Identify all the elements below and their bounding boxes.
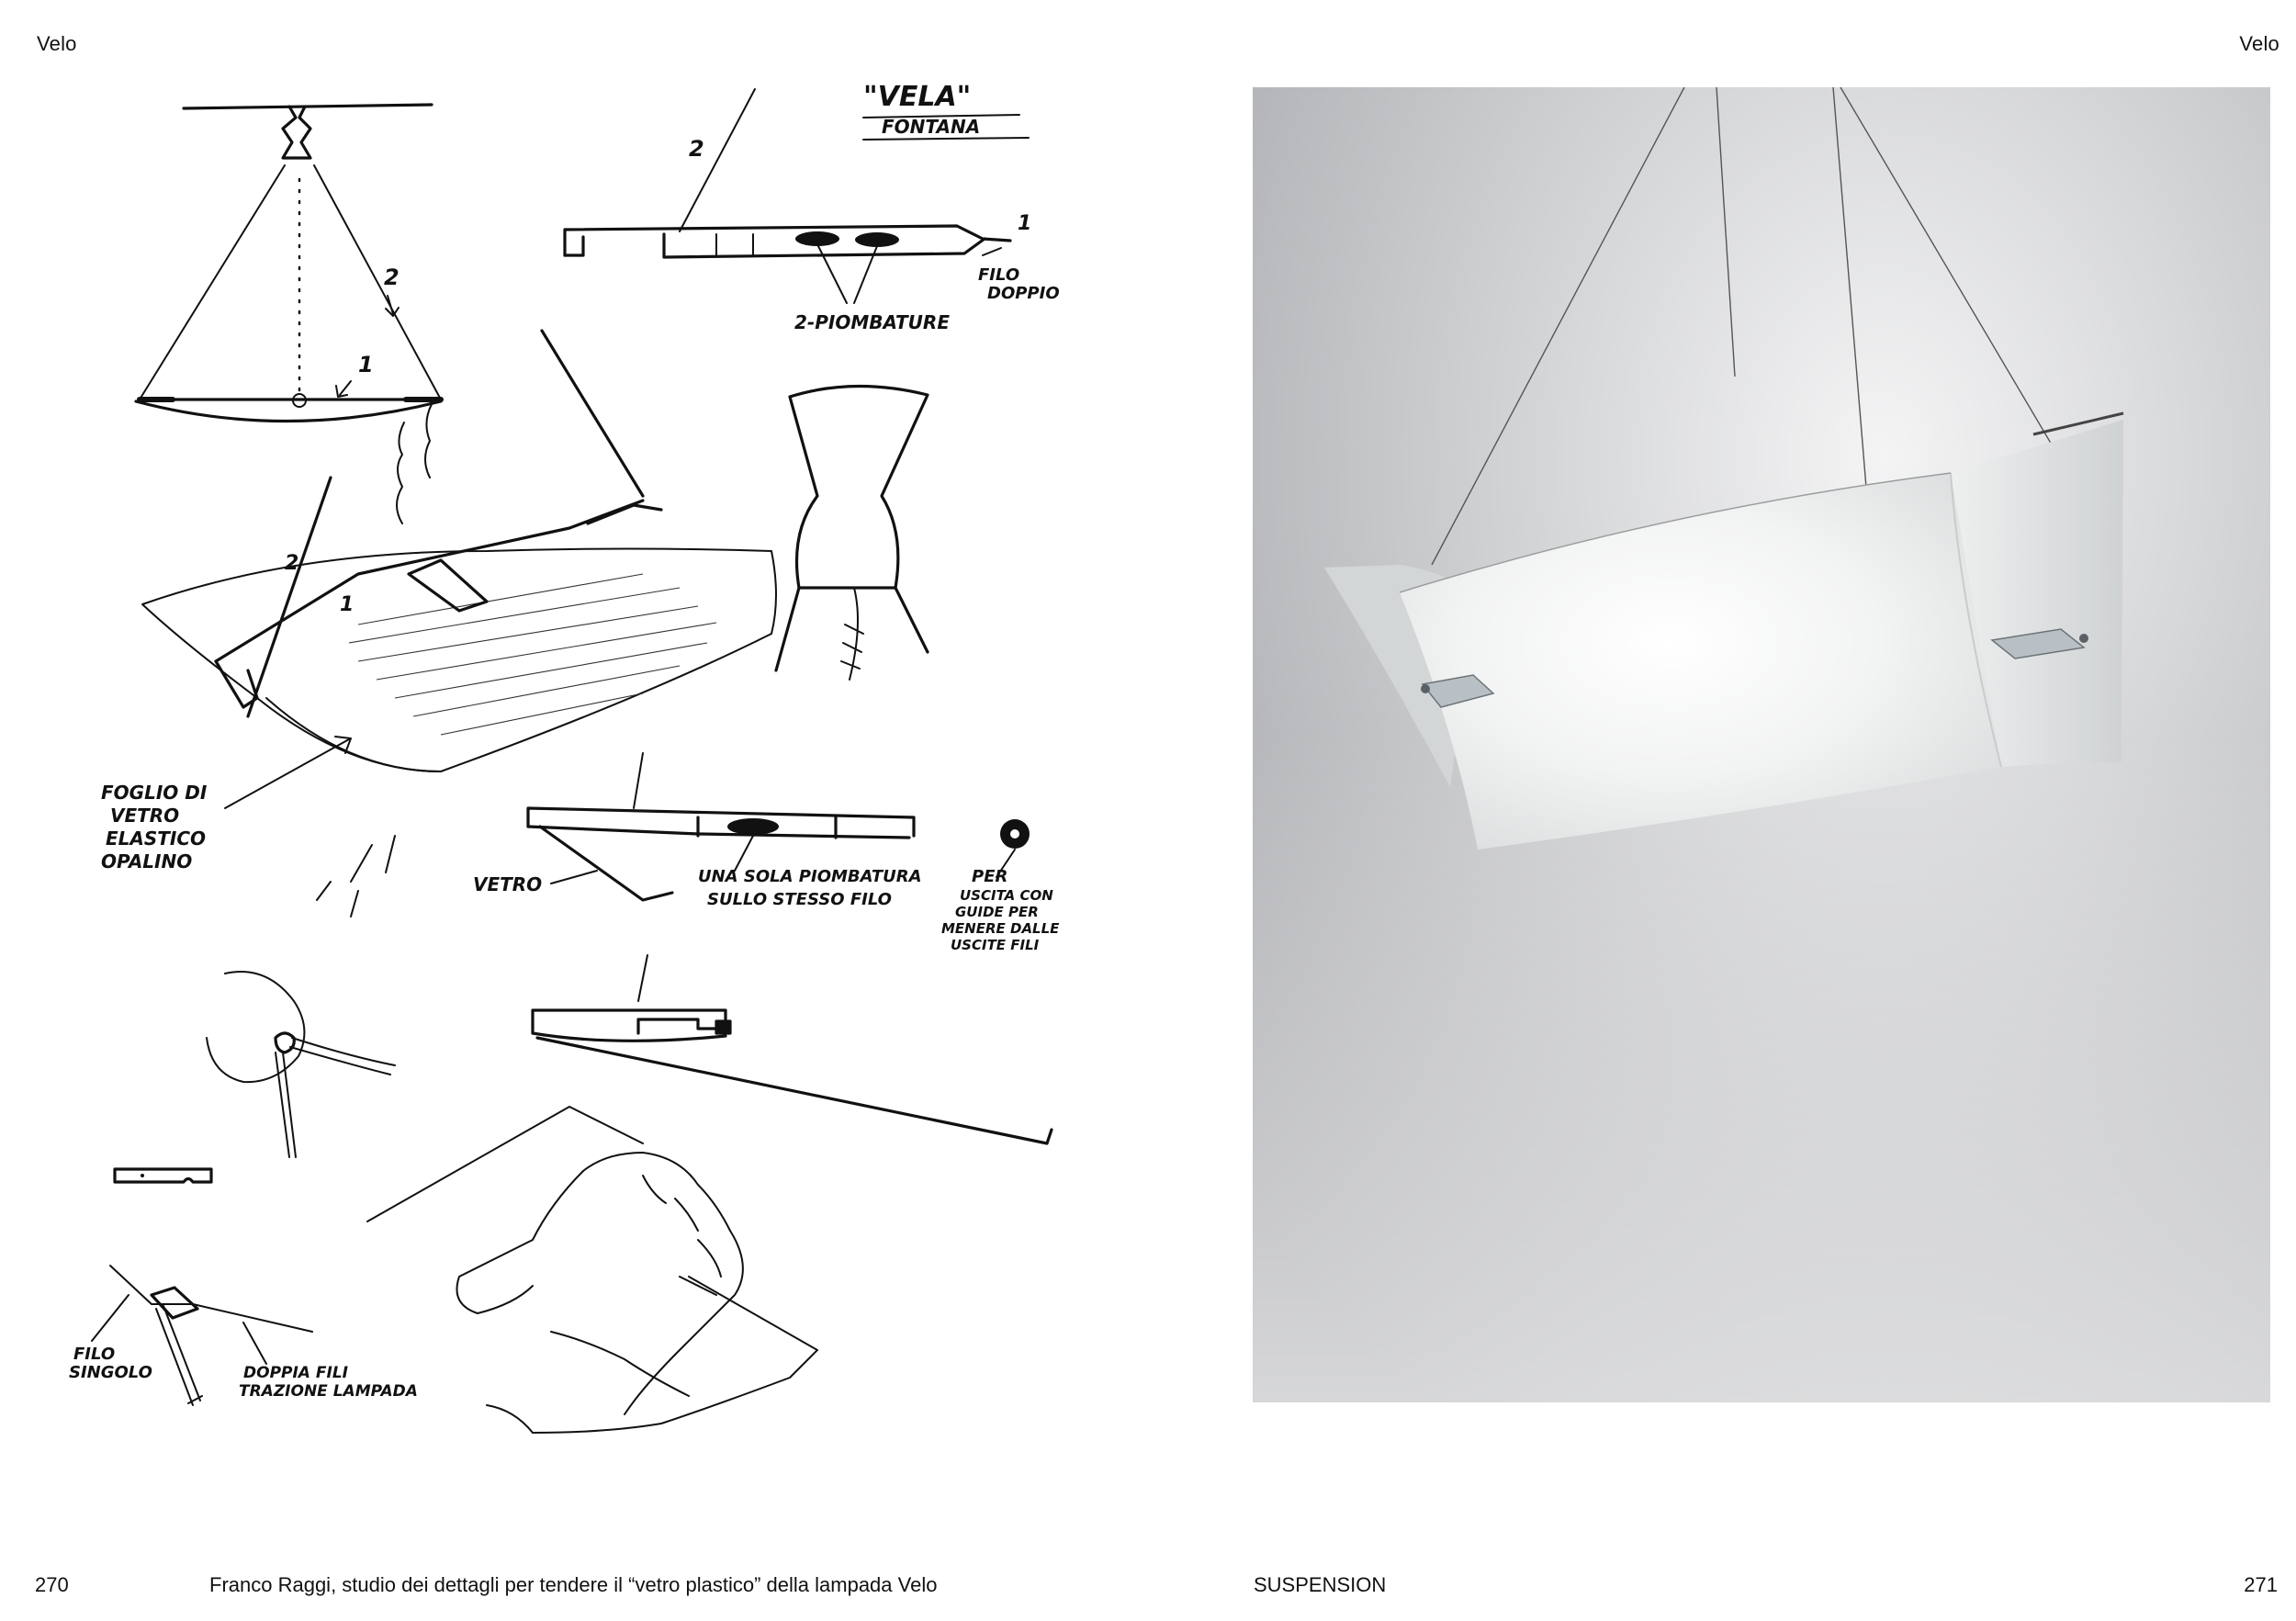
label-sullo-stesso: SULLO STESSO FILO: [707, 890, 892, 909]
label-filo: FILO: [978, 265, 1019, 285]
lamp-photo-render: [1253, 87, 2270, 1402]
sketch-num-2-top: 2: [689, 136, 704, 162]
sketch-num-1: 1: [358, 352, 374, 377]
section-label: SUSPENSION: [1254, 1573, 1387, 1596]
label-uscite-fili: USCITE FILI: [951, 937, 1040, 953]
running-head-left: Velo: [37, 32, 77, 55]
label-menere: MENERE DALLE: [941, 920, 1060, 937]
sketch-side-view: 2 1: [134, 103, 444, 423]
label-opalino: OPALINO: [101, 850, 192, 872]
label-elastico: ELASTICO: [106, 827, 206, 850]
sketch-perspective-sheet: 2 1 FOGLIO DI VETRO ELASTICO OPALINO: [101, 329, 777, 901]
sketch-num-2-mid: 2: [285, 552, 298, 575]
sketch-drawing: 2 1 "VELA" FONTANA 2 1 FILO DOPPIO 2-P: [69, 81, 1060, 1434]
lamp-photo: [1253, 87, 2270, 1402]
label-doppia-fili: DOPPIA FILI: [243, 1364, 348, 1382]
label-trazione: TRAZIONE LAMPADA: [239, 1382, 418, 1401]
label-vetro-2: VETRO: [473, 873, 542, 895]
sketch-title: "VELA": [863, 81, 971, 113]
sketch-num-1-mid: 1: [340, 593, 354, 616]
sketch-wire-end: FILO SINGOLO DOPPIA FILI TRAZIONE LAMPAD…: [69, 1167, 418, 1406]
label-foglio: FOGLIO DI: [101, 782, 208, 804]
running-head-right: Velo: [2239, 32, 2279, 55]
sketch-clip-detail: "VELA" FONTANA 2 1 FILO DOPPIO 2-PIOMBAT…: [563, 81, 1060, 333]
label-filo-singolo-2: SINGOLO: [69, 1363, 152, 1382]
sketch-num-1-top: 1: [1018, 212, 1031, 235]
label-una-sola: UNA SOLA PIOMBATURA: [698, 867, 922, 886]
label-doppio: DOPPIO: [987, 284, 1060, 303]
lamp-clip-right: [1990, 628, 2088, 659]
sketch-cone-lamp: [774, 384, 929, 681]
sketch-num-2: 2: [384, 265, 400, 290]
design-sketch: 2 1 "VELA" FONTANA 2 1 FILO DOPPIO 2-P: [55, 73, 1084, 1469]
label-piombature: 2-PIOMBATURE: [794, 311, 950, 333]
page-number-left: 270: [35, 1573, 69, 1596]
page-number-right: 271: [2244, 1573, 2278, 1596]
lamp-clip-left: [1421, 674, 1495, 708]
sketch-subtitle: FONTANA: [882, 116, 980, 138]
sketch-ball-joint: [206, 971, 396, 1158]
label-uscita: USCITA CON: [960, 887, 1053, 904]
image-caption: Franco Raggi, studio dei dettagli per te…: [209, 1573, 938, 1596]
sketch-single-clip: VETRO UNA SOLA PIOMBATURA SULLO STESSO F…: [350, 752, 1060, 953]
label-vetro-1: VETRO: [110, 805, 179, 827]
sketch-clip-third: [531, 954, 1053, 1145]
label-filo-singolo-1: FILO: [73, 1345, 115, 1364]
label-per: PER: [972, 867, 1007, 886]
label-guide: GUIDE PER: [955, 904, 1039, 920]
sketch-hand: [366, 1106, 818, 1434]
